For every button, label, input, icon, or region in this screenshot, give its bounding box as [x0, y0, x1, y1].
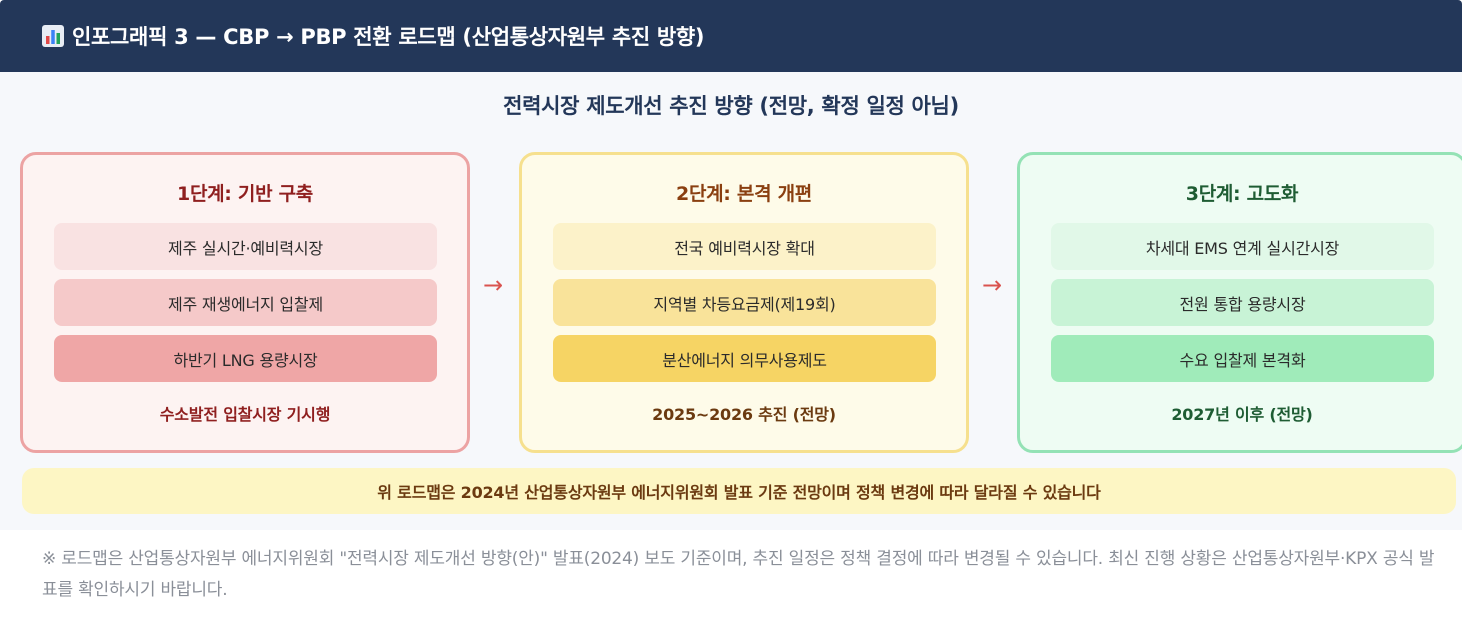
footnote: ※ 로드맵은 산업통상자원부 에너지위원회 "전력시장 제도개선 방향(안)" …: [42, 549, 1435, 600]
stage-item: 하반기 LNG 용량시장: [54, 335, 437, 382]
notice-banner: 위 로드맵은 2024년 산업통상자원부 에너지위원회 발표 기준 전망이며 정…: [22, 468, 1456, 514]
stage-item: 수요 입찰제 본격화: [1051, 335, 1434, 382]
stage-note: 2027년 이후 (전망): [1171, 405, 1313, 424]
stage-title: 1단계: 기반 구축: [177, 183, 313, 205]
stage-2-card: 2단계: 본격 개편 전국 예비력시장 확대 지역별 차등요금제(제19회) 분…: [519, 152, 969, 453]
page-title: 인포그래픽 3 — CBP → PBP 전환 로드맵 (산업통상자원부 추진 방…: [72, 25, 705, 49]
bar-chart-icon: [42, 25, 64, 47]
stage-item: 차세대 EMS 연계 실시간시장: [1051, 223, 1434, 270]
roadmap-panel: 전력시장 제도개선 추진 방향 (전망, 확정 일정 아님) 1단계: 기반 구…: [0, 72, 1462, 530]
arrow-right-icon: →: [482, 271, 504, 299]
header-bar: 인포그래픽 3 — CBP → PBP 전환 로드맵 (산업통상자원부 추진 방…: [0, 0, 1462, 72]
stage-1-card: 1단계: 기반 구축 제주 실시간·예비력시장 제주 재생에너지 입찰제 하반기…: [20, 152, 470, 453]
stage-item: 전국 예비력시장 확대: [553, 223, 936, 270]
arrow-right-icon: →: [981, 271, 1003, 299]
stage-note: 수소발전 입찰시장 기시행: [159, 405, 331, 424]
stage-title: 2단계: 본격 개편: [676, 183, 812, 205]
stage-item: 지역별 차등요금제(제19회): [553, 279, 936, 326]
stage-item: 제주 실시간·예비력시장: [54, 223, 437, 270]
stage-item: 제주 재생에너지 입찰제: [54, 279, 437, 326]
stage-item: 분산에너지 의무사용제도: [553, 335, 936, 382]
roadmap-title: 전력시장 제도개선 추진 방향 (전망, 확정 일정 아님): [503, 94, 959, 118]
stage-title: 3단계: 고도화: [1185, 183, 1299, 205]
stage-item: 전원 통합 용량시장: [1051, 279, 1434, 326]
stage-3-card: 3단계: 고도화 차세대 EMS 연계 실시간시장 전원 통합 용량시장 수요 …: [1017, 152, 1462, 453]
stage-note: 2025~2026 추진 (전망): [652, 405, 836, 424]
